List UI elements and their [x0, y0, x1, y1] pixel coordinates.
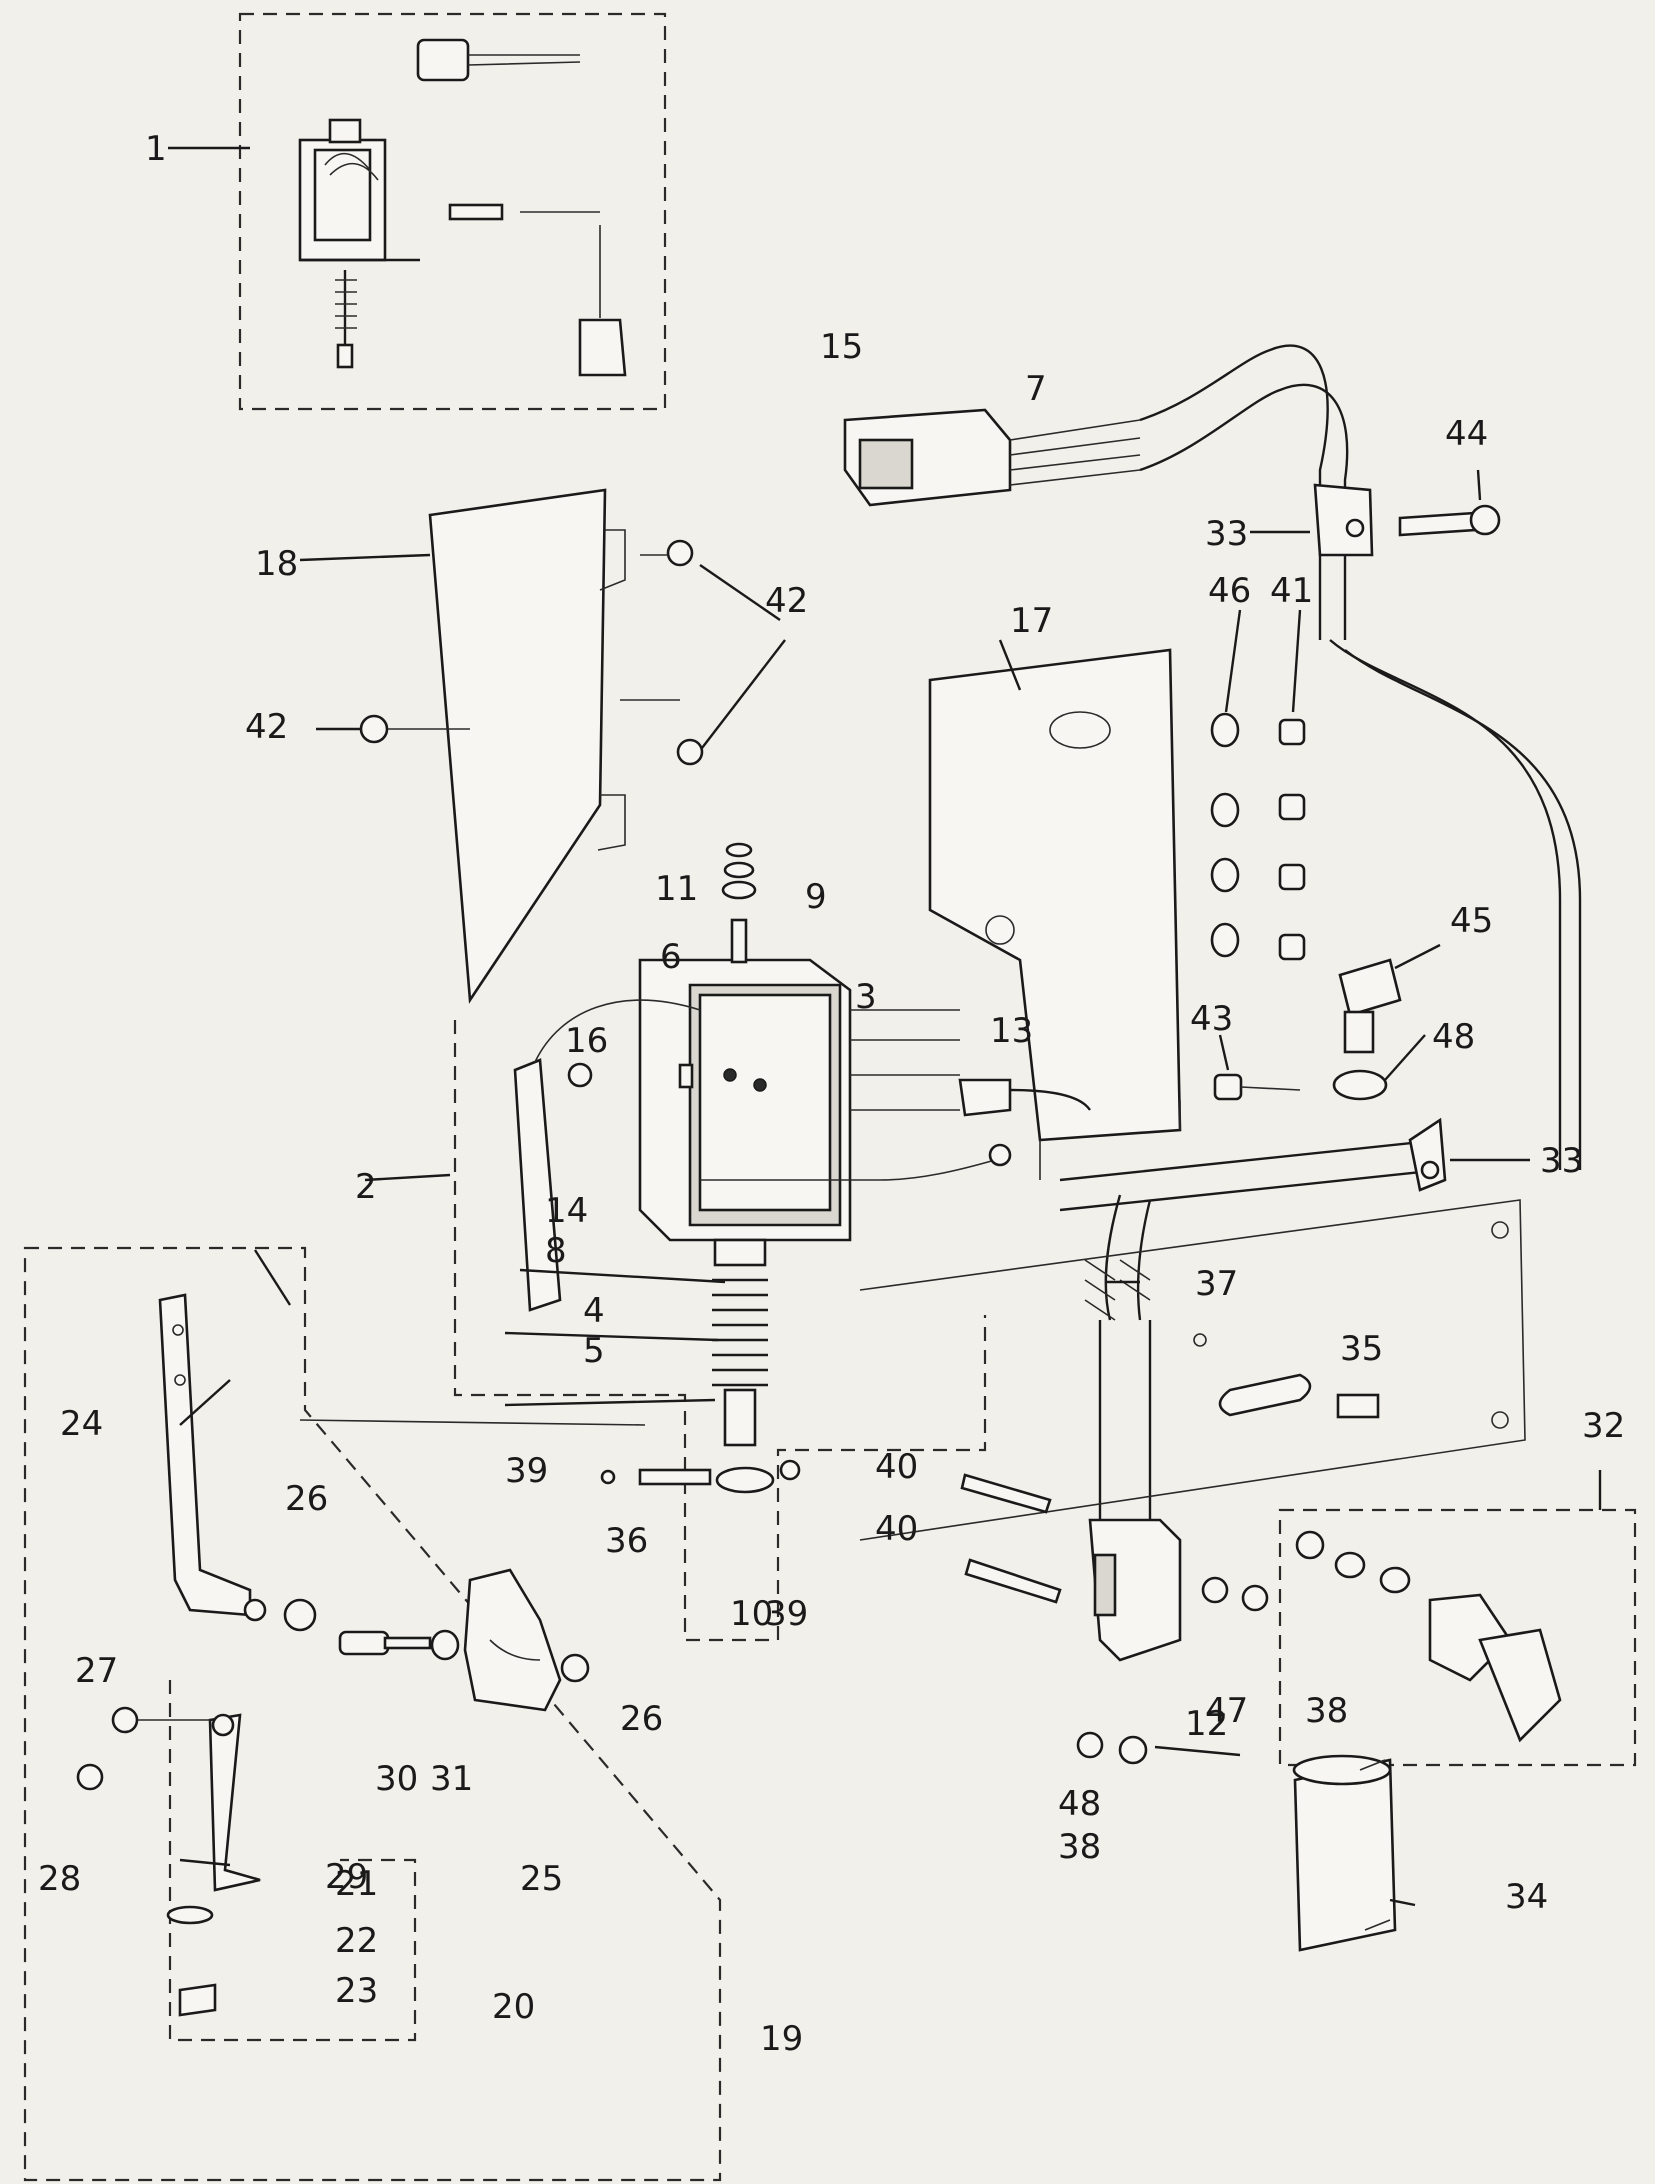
assembly-2-outline [364, 1020, 987, 1642]
sleeve-34 [1292, 1754, 1397, 1952]
label-40a: 40 [875, 1447, 918, 1487]
bracket-17 [928, 639, 1182, 1180]
label-3: 3 [855, 977, 877, 1017]
screw-16 [567, 1062, 694, 1089]
screw-40-pair [960, 1473, 1062, 1604]
label-20: 20 [492, 1987, 535, 2027]
label-8: 8 [545, 1231, 567, 1271]
connector-15 [843, 408, 1141, 507]
label-2: 2 [355, 1167, 377, 1207]
lever-24 [158, 1293, 317, 1632]
guide-line [299, 1419, 646, 1426]
label-6: 6 [660, 937, 682, 977]
plunger-spring [712, 1238, 775, 1494]
label-14: 14 [545, 1191, 588, 1231]
label-21: 21 [335, 1864, 378, 1904]
label-38a: 38 [1305, 1691, 1348, 1731]
label-1: 1 [145, 129, 167, 169]
leader-lines [179, 609, 1441, 1907]
assembly-1-group [168, 12, 667, 411]
label-39a: 39 [505, 1451, 548, 1491]
screw-42-group [316, 539, 786, 766]
label-4: 4 [583, 1291, 605, 1331]
label-24: 24 [60, 1404, 103, 1444]
label-42b: 42 [245, 707, 288, 747]
bracket-25 [463, 1568, 590, 1712]
label-27: 27 [75, 1651, 118, 1691]
label-37: 37 [1195, 1264, 1238, 1304]
label-35: 35 [1340, 1329, 1383, 1369]
label-31: 31 [430, 1759, 473, 1799]
label-43: 43 [1190, 999, 1233, 1039]
label-47: 47 [1205, 1691, 1248, 1731]
screw-41-column [1278, 718, 1306, 961]
label-28: 28 [38, 1859, 81, 1899]
label-13: 13 [990, 1011, 1033, 1051]
screw-43 [1213, 1073, 1301, 1101]
label-33a: 33 [1205, 514, 1248, 554]
label-39b: 39 [765, 1594, 808, 1634]
solenoid-3 [638, 842, 960, 1242]
sleeve-8 [513, 999, 1012, 1312]
label-22: 22 [335, 1921, 378, 1961]
lever-21 [166, 1713, 261, 2017]
label-41: 41 [1270, 571, 1313, 611]
assembly-19-outline [23, 1246, 722, 2182]
label-12: 12 [1185, 1704, 1228, 1744]
washer-46-column [1210, 712, 1240, 958]
label-16: 16 [565, 1021, 608, 1061]
mounting-plate [859, 1199, 1526, 1541]
knob-45 [1332, 958, 1402, 1101]
label-33b: 33 [1540, 1141, 1583, 1181]
part-labels: 1 2 3 4 5 6 7 8 9 10 11 12 13 14 15 16 1… [38, 129, 1625, 2059]
label-17: 17 [1010, 601, 1053, 641]
label-26a: 26 [285, 1479, 328, 1519]
cable-clamp-33 [1250, 483, 1530, 1192]
label-45: 45 [1450, 901, 1493, 941]
label-42a: 42 [765, 581, 808, 621]
label-26b: 26 [620, 1699, 663, 1739]
washer-nut-set [1076, 1576, 1269, 1765]
label-40b: 40 [875, 1509, 918, 1549]
label-10: 10 [730, 1594, 773, 1634]
label-7: 7 [1025, 369, 1047, 409]
label-44: 44 [1445, 414, 1488, 454]
pin-36 [600, 1459, 801, 1486]
label-38b: 38 [1058, 1827, 1101, 1867]
label-23: 23 [335, 1971, 378, 2011]
label-36: 36 [605, 1521, 648, 1561]
label-11: 11 [655, 869, 698, 909]
screw-27-28 [76, 1706, 210, 1791]
label-48a: 48 [1432, 1017, 1475, 1057]
screw-44 [1398, 469, 1501, 537]
label-34: 34 [1505, 1877, 1548, 1917]
assembly-32-group [1278, 1470, 1637, 1767]
cover-plate-18 [299, 488, 680, 1004]
label-30: 30 [375, 1759, 418, 1799]
label-15: 15 [820, 327, 863, 367]
label-46: 46 [1208, 571, 1251, 611]
terminal-13 [958, 1078, 1091, 1117]
label-32: 32 [1582, 1406, 1625, 1446]
microswitch-12 [1088, 1518, 1182, 1662]
label-48b: 48 [1058, 1784, 1101, 1824]
label-25: 25 [520, 1859, 563, 1899]
label-19: 19 [760, 2019, 803, 2059]
label-9: 9 [805, 877, 827, 917]
label-5: 5 [583, 1331, 605, 1371]
label-18: 18 [255, 544, 298, 584]
label-29: 29 [325, 1857, 368, 1897]
